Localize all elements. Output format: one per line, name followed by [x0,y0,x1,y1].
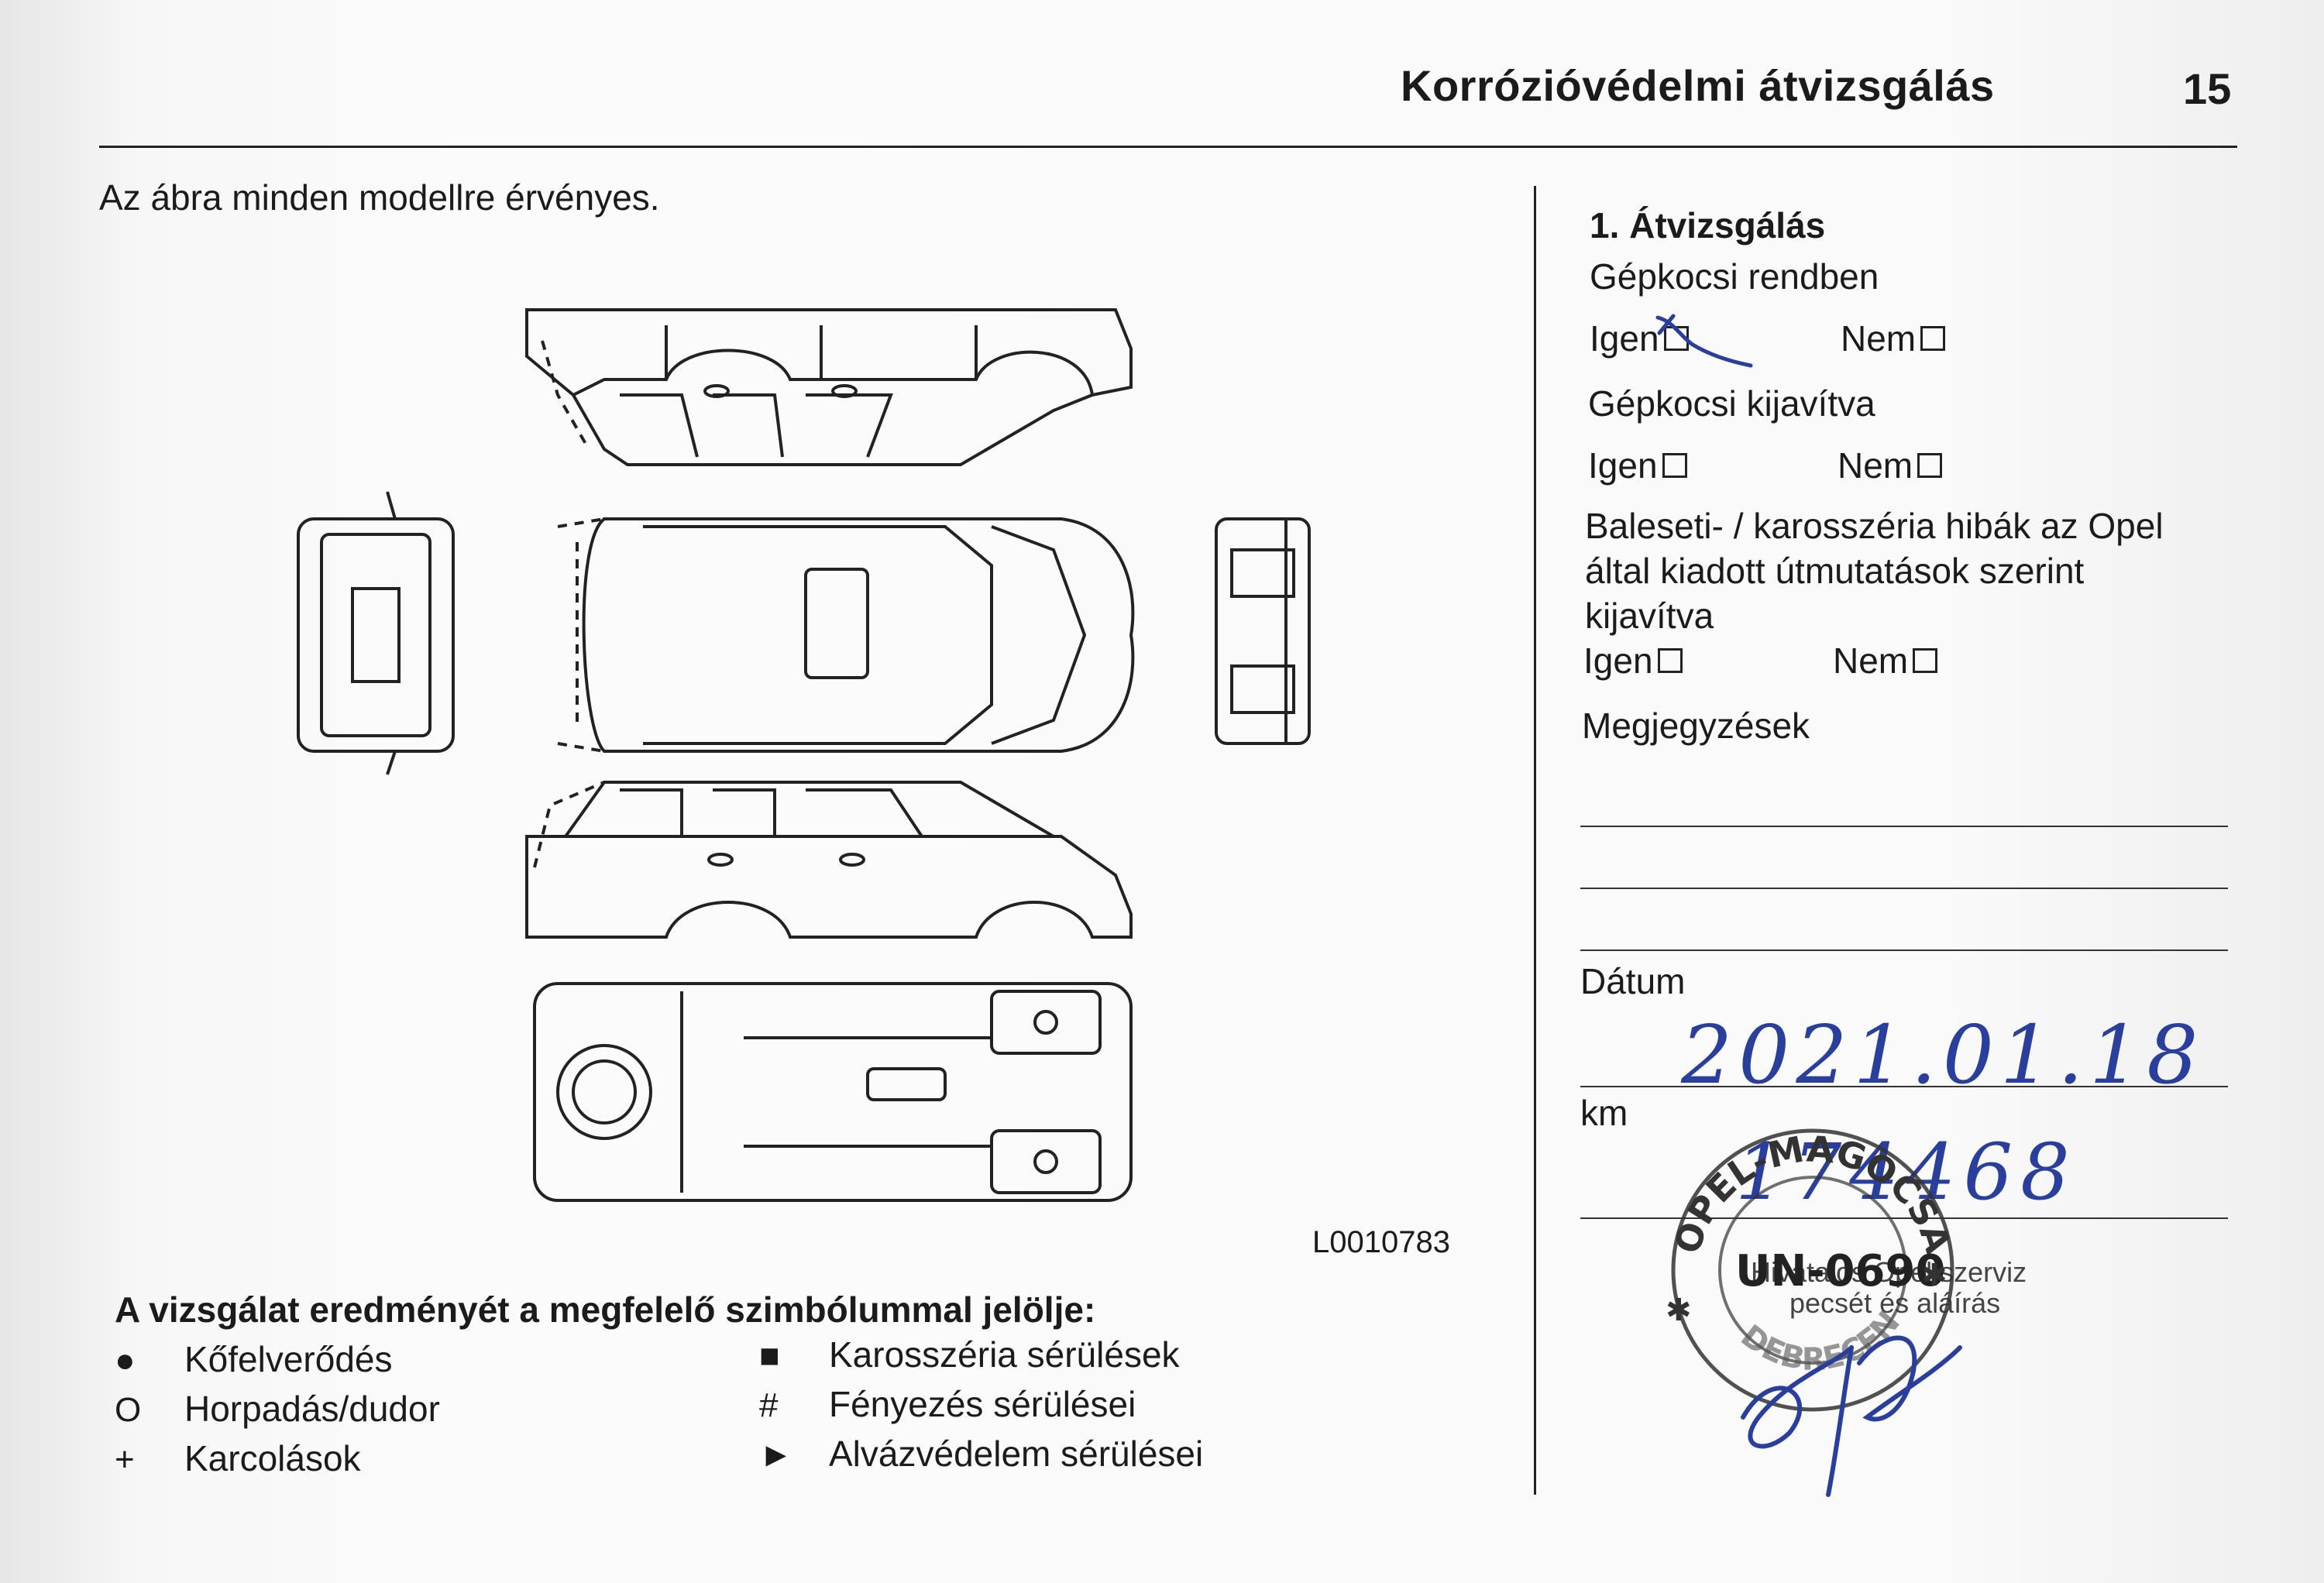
question-line: kijavítva [1585,596,1714,636]
option-label: Nem [1838,445,1913,486]
legend-item: + Karcolások [115,1437,361,1479]
stamp-star-icon: ✱ [1921,1259,1948,1293]
checkbox-yes-3[interactable] [1657,648,1683,673]
header-rule [99,146,2237,148]
car-right-side-view [525,781,1133,939]
legend-label: Karosszéria sérülések [829,1334,1180,1375]
legend-label: Karcolások [184,1438,361,1478]
option-label: Nem [1841,318,1917,359]
question-line: Baleseti- / karosszéria hibák az Opel [1585,506,2164,546]
checkbox-no-1[interactable] [1920,326,1946,351]
stamp-star-icon: ✱ [1666,1293,1692,1327]
date-line[interactable] [1580,1086,2228,1087]
page-title: Korrózióvédelmi átvizsgálás [1401,61,1995,110]
option-yes-2[interactable]: Igen [1588,445,1687,486]
legend-item: ► Alvázvédelem sérülései [759,1433,1203,1475]
intro-text: Az ábra minden modellre érvényes. [99,177,660,218]
figure-code: L0010783 [1312,1225,1450,1259]
car-front-view [297,491,455,775]
notes-label: Megjegyzések [1582,706,1810,746]
option-label: Igen [1588,445,1658,486]
km-line[interactable] [1580,1217,2228,1219]
date-handwriting: 2021.01.18. [1680,1008,2200,1100]
option-label: Igen [1590,318,1659,359]
service-label-line1: Hivatalos Opel szerviz [1751,1256,2027,1288]
question-car-ok: Gépkocsi rendben [1590,256,1879,297]
legend-item: ■ Karosszéria sérülések [759,1334,1180,1375]
option-label: Igen [1583,640,1653,681]
checkbox-yes-2[interactable] [1662,453,1687,478]
car-rear-view [1215,517,1311,745]
car-top-view [557,517,1135,753]
legend-symbol-square: ■ [759,1337,780,1375]
notes-line-1[interactable] [1580,826,2228,827]
checkbox-no-2[interactable] [1917,453,1943,478]
legend-symbol-triangle: ► [759,1436,793,1474]
question-accident-repair: Baleseti- / karosszéria hibák az Opel ál… [1585,503,2251,638]
car-left-side-view [525,308,1133,466]
legend-symbol-hash: # [759,1386,779,1424]
stamp-top-text: OPEL-MAGOCSA [1666,1128,1960,1259]
date-value: 2021.01.18. [1680,1008,2200,1100]
option-yes-3[interactable]: Igen [1583,640,1683,682]
legend-symbol-dot: ● [115,1341,136,1379]
legend-label: Fényezés sérülései [829,1384,1136,1424]
stamp-top-path: OPEL-MAGOCSA [1666,1128,1960,1259]
km-value: 174468 [1735,1127,2078,1216]
page-number: 15 [2183,64,2232,113]
section-heading: 1. Átvizsgálás [1590,205,1826,246]
legend-item: O Horpadás/dudor [115,1388,440,1430]
notes-line-2[interactable] [1580,888,2228,889]
column-divider [1534,186,1536,1495]
legend-label: Kőfelverődés [184,1339,393,1379]
notes-line-3[interactable] [1580,949,2228,951]
legend-item: # Fényezés sérülései [759,1383,1136,1425]
option-no-3[interactable]: Nem [1833,640,1938,682]
question-line: által kiadott útmutatások szerint [1585,551,2085,591]
km-handwriting: 174468 [1735,1127,2078,1216]
date-label: Dátum [1580,961,1686,1001]
checkbox-no-3[interactable] [1913,648,1938,673]
car-diagram [297,308,1311,1202]
option-label: Nem [1833,640,1909,681]
legend-item: ● Kőfelverődés [115,1338,393,1380]
car-underbody-view [533,982,1133,1202]
question-car-repaired: Gépkocsi kijavítva [1588,383,1875,424]
check-mark-icon [1655,314,1753,368]
legend-symbol-circle: O [115,1391,142,1429]
signature-icon [1741,1335,1962,1497]
legend-symbol-plus: + [115,1440,135,1478]
legend-label: Alvázvédelem sérülései [829,1434,1204,1474]
option-no-1[interactable]: Nem [1841,318,1946,359]
stamp-center-text: UN-0690 [1735,1246,1945,1296]
legend-instruction: A vizsgálat eredményét a megfelelő szimb… [115,1289,1096,1330]
legend-label: Horpadás/dudor [184,1389,440,1429]
km-label: km [1580,1093,1628,1133]
option-no-2[interactable]: Nem [1838,445,1943,486]
